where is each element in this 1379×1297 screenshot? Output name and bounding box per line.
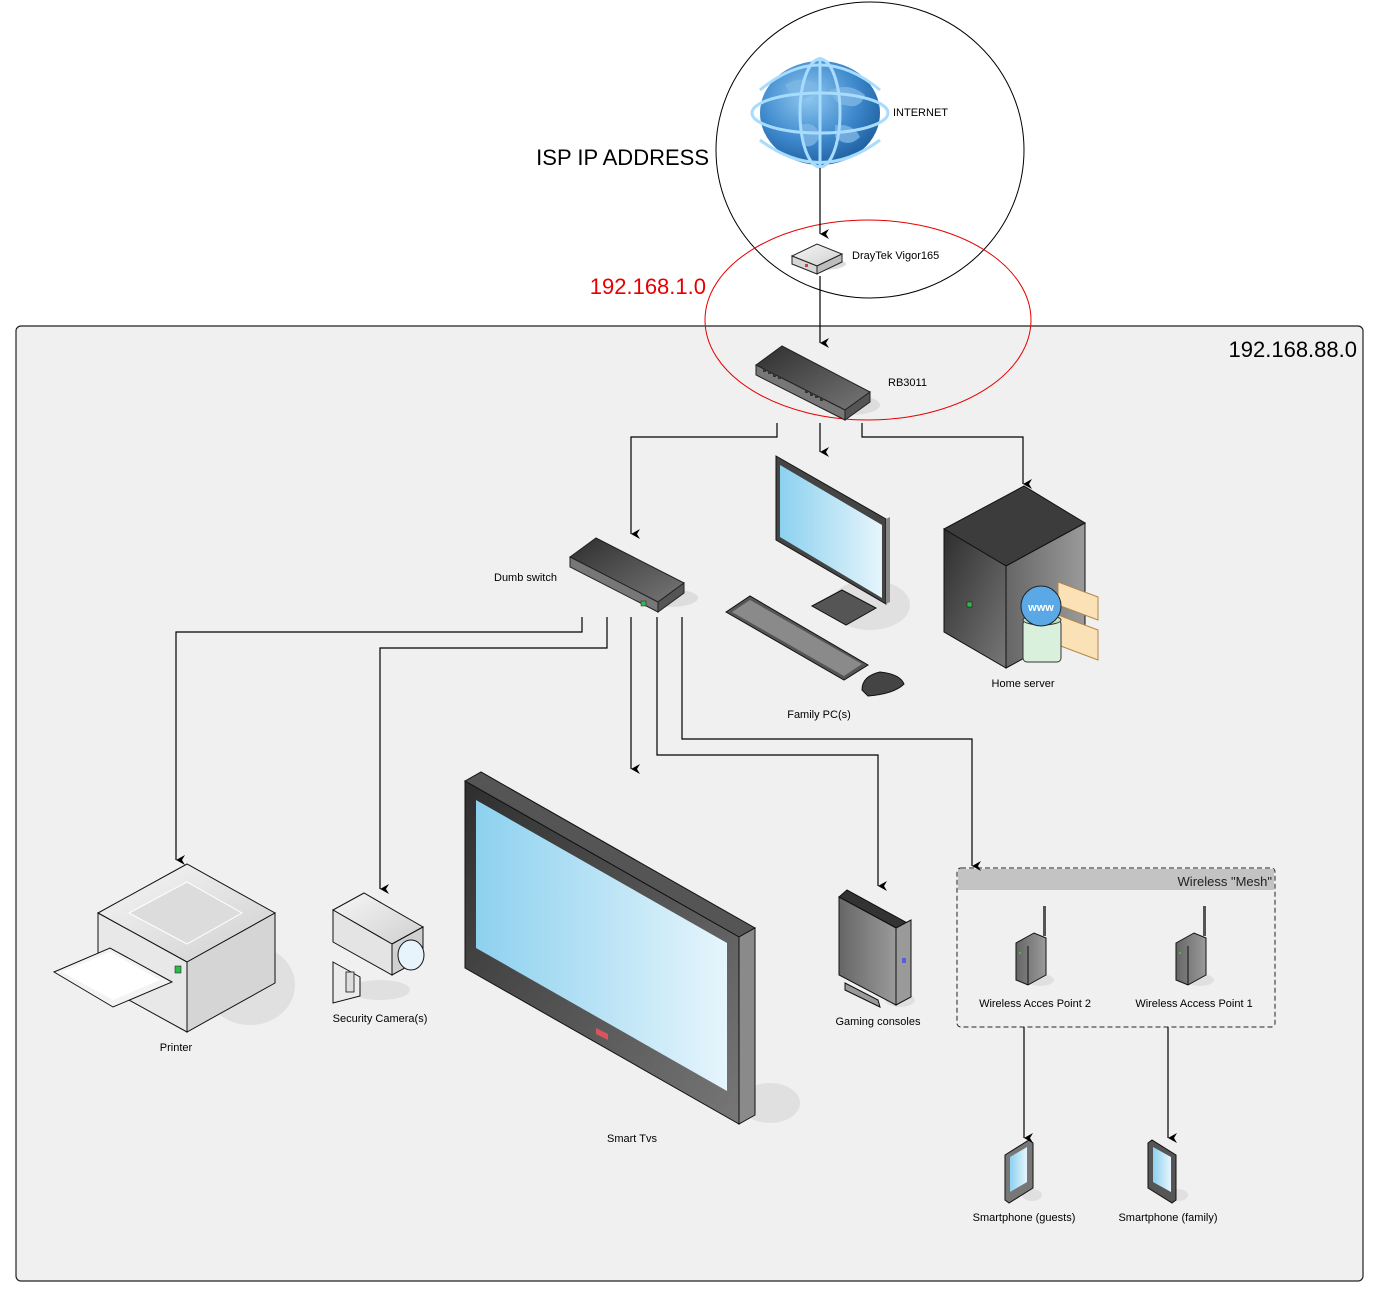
gaming-console-label: Gaming consoles <box>836 1016 921 1028</box>
wireless-ap-icon[interactable] <box>1015 906 1054 986</box>
lan-subnet-label: 192.168.88.0 <box>1229 337 1357 362</box>
isp-zone <box>715 1 1025 299</box>
security-camera-icon[interactable] <box>331 892 425 1004</box>
home-server-label: Home server <box>992 678 1055 690</box>
ap2-label: Wireless Acces Point 2 <box>979 998 1091 1010</box>
switch-icon[interactable] <box>569 537 698 613</box>
isp-label: ISP IP ADDRESS <box>536 145 709 170</box>
gaming-console-icon[interactable] <box>838 889 915 1008</box>
family-pc-label: Family PC(s) <box>787 709 851 721</box>
wire-switch-mesh <box>681 617 981 871</box>
printer-label: Printer <box>160 1042 193 1054</box>
wireless-ap-icon[interactable] <box>1175 906 1214 986</box>
connections <box>175 168 1177 1143</box>
wire-switch-printer <box>175 617 583 865</box>
wan-subnet-label: 192.168.1.0 <box>590 274 706 299</box>
wan-zone <box>704 219 1032 421</box>
printer-icon[interactable] <box>52 863 295 1033</box>
desktop-pc-icon[interactable] <box>725 455 910 697</box>
svg-text:www: www <box>1027 602 1054 614</box>
mesh-title: Wireless "Mesh" <box>1178 874 1273 889</box>
phone-guests-label: Smartphone (guests) <box>973 1212 1076 1224</box>
smart-tv-label: Smart Tvs <box>607 1133 657 1145</box>
modem-label: DrayTek Vigor165 <box>852 250 939 262</box>
wireless-mesh-group: Wireless "Mesh" <box>956 867 1276 1028</box>
smartphone-icon[interactable] <box>1004 1139 1042 1204</box>
router-label: RB3011 <box>888 377 927 389</box>
wire-router-switch <box>630 423 778 539</box>
internet-label: INTERNET <box>893 107 948 119</box>
modem-icon[interactable] <box>790 243 846 275</box>
lan-zone <box>15 325 1364 1282</box>
smartphone-icon[interactable] <box>1147 1139 1188 1204</box>
ap1-label: Wireless Access Point 1 <box>1135 998 1252 1010</box>
wire-switch-camera <box>379 617 608 894</box>
switch-label: Dumb switch <box>494 572 557 584</box>
server-icon[interactable]: www <box>942 485 1099 669</box>
wire-switch-console <box>656 617 887 891</box>
wire-router-server <box>861 423 1032 489</box>
security-camera-label: Security Camera(s) <box>333 1013 428 1025</box>
phone-family-label: Smartphone (family) <box>1118 1212 1217 1224</box>
smart-tv-icon[interactable] <box>463 771 800 1125</box>
globe-icon <box>750 57 890 169</box>
router-icon[interactable] <box>755 345 880 421</box>
